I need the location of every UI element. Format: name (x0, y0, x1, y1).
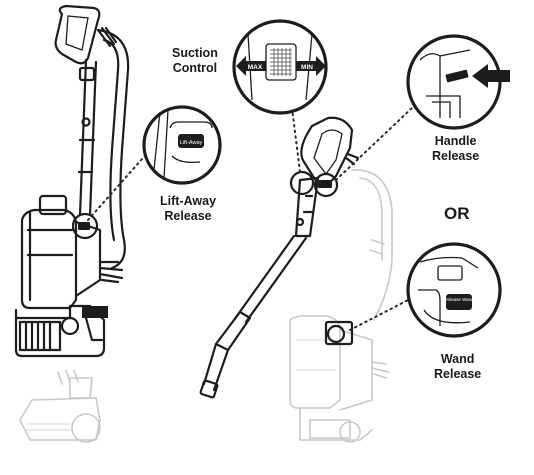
flex-hose (96, 28, 130, 270)
leader-lift-away (87, 149, 151, 221)
suction-max-arrow (236, 56, 266, 76)
wand-release-zoom-inset: Release Wand (406, 242, 502, 338)
wand-release-label: Wand Release (434, 352, 482, 381)
handle-grip (54, 4, 101, 65)
lift-away-marker (71, 212, 99, 240)
brush-roll (98, 260, 124, 284)
leader-wand-release (349, 297, 413, 331)
leader-handle-release (335, 107, 413, 181)
suction-grip-pattern (270, 48, 292, 76)
lift-away-button-text: Lift-Away (180, 140, 203, 146)
wand-release-marker (326, 324, 346, 344)
leader-suction-control (291, 107, 301, 173)
canister-pod (20, 194, 102, 310)
wand-release-button-text: Release Wand (444, 297, 474, 302)
handle-release-zoom-inset (406, 34, 510, 130)
handle-release-label: Handle Release (432, 134, 480, 163)
suction-max-text: MAX (248, 64, 263, 71)
floor-nozzle (14, 304, 108, 358)
suction-control-zoom-inset: MAX MIN (232, 19, 328, 115)
press-arrow-icon (472, 64, 510, 88)
lift-away-zoom-inset: Lift-Away (142, 105, 222, 185)
handheld-wand (199, 116, 360, 399)
lift-away-release-label: Lift-Away Release (160, 194, 217, 223)
ghost-pod-lifted (19, 369, 101, 443)
suction-control-marker (289, 170, 315, 196)
wand-tube (78, 58, 98, 217)
ghost-pod-middle (289, 169, 393, 443)
suction-min-arrow (296, 56, 326, 76)
handle-release-button (445, 69, 469, 83)
handle-release-marker (313, 172, 339, 198)
or-separator-label: OR (444, 204, 470, 223)
upright-vacuum (14, 4, 130, 443)
suction-min-text: MIN (301, 64, 313, 71)
suction-control-label: Suction Control (172, 46, 218, 75)
